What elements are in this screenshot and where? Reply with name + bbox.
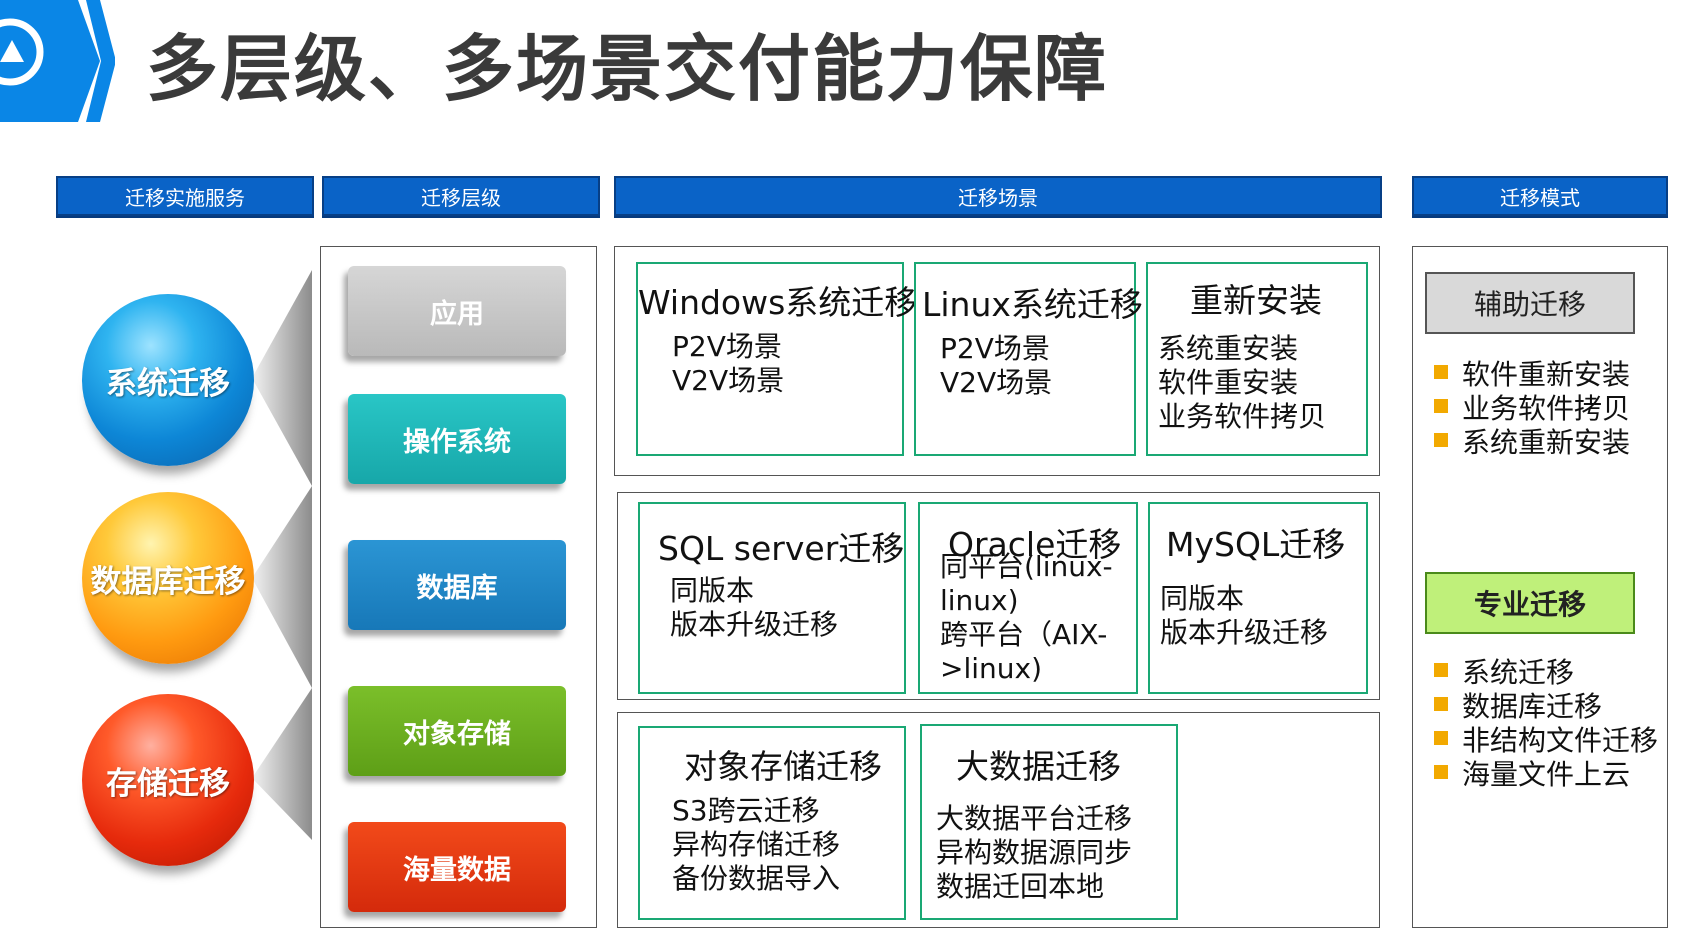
list-item: 非结构文件迁移 <box>1432 724 1658 758</box>
mode-professional: 专业迁移 <box>1425 572 1635 634</box>
scene-line: 系统重安装 <box>1158 332 1299 365</box>
scene-title: 重新安装 <box>1190 281 1322 320</box>
scene-line: linux) <box>940 584 1019 617</box>
bullet-icon <box>1434 697 1448 711</box>
scene-line: 版本升级迁移 <box>1160 616 1329 649</box>
service-storage-migration: 存储迁移 <box>82 694 254 866</box>
bullet-icon <box>1434 731 1448 745</box>
scene-windows: Windows系统迁移 P2V场景 V2V场景 <box>636 262 917 456</box>
header-levels: 迁移层级 <box>322 176 600 216</box>
mode-assisted-list: 软件重新安装 业务软件拷贝 系统重新安装 <box>1432 358 1630 460</box>
scene-reinstall: 重新安装 系统重安装 软件重安装 业务软件拷贝 <box>1146 262 1368 456</box>
list-item: 系统重新安装 <box>1432 426 1630 460</box>
service-database-migration: 数据库迁移 <box>82 492 254 664</box>
scene-line: 软件重安装 <box>1158 366 1299 399</box>
scene-line: V2V场景 <box>940 366 1053 399</box>
scene-line: P2V场景 <box>940 332 1050 365</box>
header-scenes: 迁移场景 <box>614 176 1382 216</box>
scene-title: Linux系统迁移 <box>922 285 1143 324</box>
mode-assisted: 辅助迁移 <box>1425 272 1635 334</box>
scene-line: 异构数据源同步 <box>936 836 1133 869</box>
mode-professional-list: 系统迁移 数据库迁移 非结构文件迁移 海量文件上云 <box>1432 656 1658 792</box>
bullet-icon <box>1434 365 1448 379</box>
logo-icon <box>0 0 115 122</box>
scene-line: 同平台(linux- <box>940 550 1113 583</box>
scene-title: Windows系统迁移 <box>638 283 918 322</box>
header-services: 迁移实施服务 <box>56 176 314 216</box>
scene-line: 同版本 <box>1160 582 1245 615</box>
scene-line: 备份数据导入 <box>672 862 841 895</box>
scene-bigdata: 大数据迁移 大数据平台迁移 异构数据源同步 数据迁回本地 <box>920 724 1178 920</box>
service-system-migration: 系统迁移 <box>82 294 254 466</box>
bullet-icon <box>1434 399 1448 413</box>
scene-line: S3跨云迁移 <box>672 794 820 827</box>
level-operating-system: 操作系统 <box>348 394 566 484</box>
scene-sqlserver: SQL server迁移 同版本 版本升级迁移 <box>638 502 906 694</box>
page-title: 多层级、多场景交付能力保障 <box>146 27 1109 111</box>
scene-oracle: Oracle迁移 同平台(linux- linux) 跨平台（AIX- >lin… <box>918 502 1138 694</box>
level-mass-data: 海量数据 <box>348 822 566 912</box>
scene-line: V2V场景 <box>672 364 785 397</box>
level-object-storage: 对象存储 <box>348 686 566 776</box>
header-modes: 迁移模式 <box>1412 176 1668 216</box>
list-item: 软件重新安装 <box>1432 358 1630 392</box>
bullet-icon <box>1434 663 1448 677</box>
scene-line: 异构存储迁移 <box>672 828 841 861</box>
scene-line: 同版本 <box>670 574 755 607</box>
level-database: 数据库 <box>348 540 566 630</box>
scene-object-storage: 对象存储迁移 S3跨云迁移 异构存储迁移 备份数据导入 <box>638 726 906 920</box>
scene-title: 大数据迁移 <box>956 747 1121 786</box>
scene-mysql: MySQL迁移 同版本 版本升级迁移 <box>1148 502 1368 694</box>
connector-wedges <box>252 270 312 840</box>
scene-title: Oracle迁移 <box>948 525 1122 564</box>
scene-line: 数据迁回本地 <box>936 870 1105 903</box>
list-item: 海量文件上云 <box>1432 758 1658 792</box>
list-item: 系统迁移 <box>1432 656 1658 690</box>
scene-line: 版本升级迁移 <box>670 608 839 641</box>
scene-title: MySQL迁移 <box>1166 525 1346 564</box>
bullet-icon <box>1434 765 1448 779</box>
level-application: 应用 <box>348 266 566 356</box>
scene-line: P2V场景 <box>672 330 782 363</box>
scene-line: 跨平台（AIX- <box>940 618 1108 651</box>
scene-line: >linux) <box>940 652 1043 685</box>
scene-line: 大数据平台迁移 <box>936 802 1133 835</box>
scene-linux: Linux系统迁移 P2V场景 V2V场景 <box>914 262 1143 456</box>
scene-title: 对象存储迁移 <box>684 747 882 786</box>
bullet-icon <box>1434 433 1448 447</box>
list-item: 数据库迁移 <box>1432 690 1658 724</box>
list-item: 业务软件拷贝 <box>1432 392 1630 426</box>
scene-title: SQL server迁移 <box>658 529 905 568</box>
scene-line: 业务软件拷贝 <box>1158 400 1327 433</box>
